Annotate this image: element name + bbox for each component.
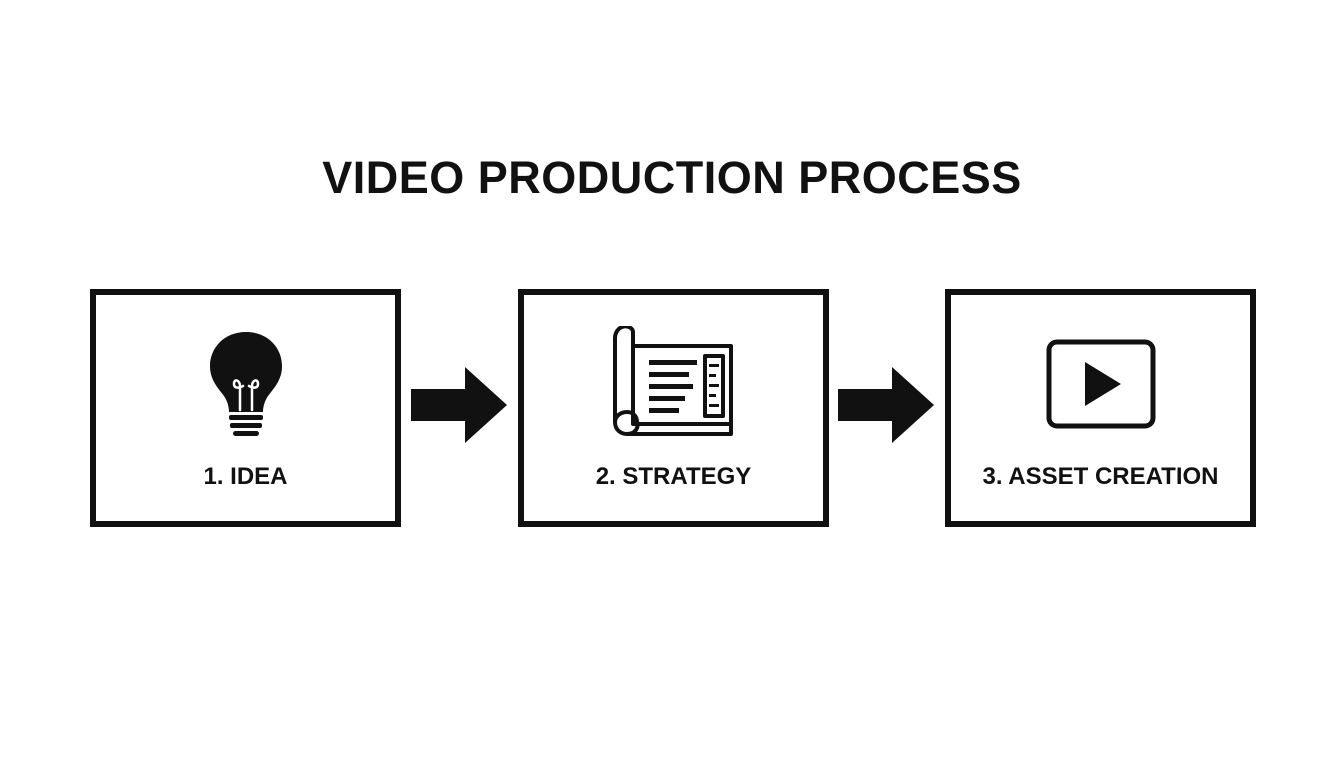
step-label-asset-creation: 3. ASSET CREATION — [982, 463, 1219, 490]
diagram-title: VIDEO PRODUCTION PROCESS — [322, 152, 1022, 203]
arrow-right-icon — [838, 365, 934, 445]
blueprint-scroll-icon — [524, 319, 823, 449]
step-box-strategy: 2. STRATEGY — [518, 289, 829, 527]
video-play-icon — [951, 319, 1250, 449]
arrow-right-icon — [411, 365, 507, 445]
lightbulb-icon — [96, 319, 395, 449]
step-box-asset-creation: 3. ASSET CREATION — [945, 289, 1256, 527]
step-box-idea: 1. IDEA — [90, 289, 401, 527]
step-label-idea: 1. IDEA — [203, 463, 288, 490]
step-label-strategy: 2. STRATEGY — [595, 463, 752, 490]
